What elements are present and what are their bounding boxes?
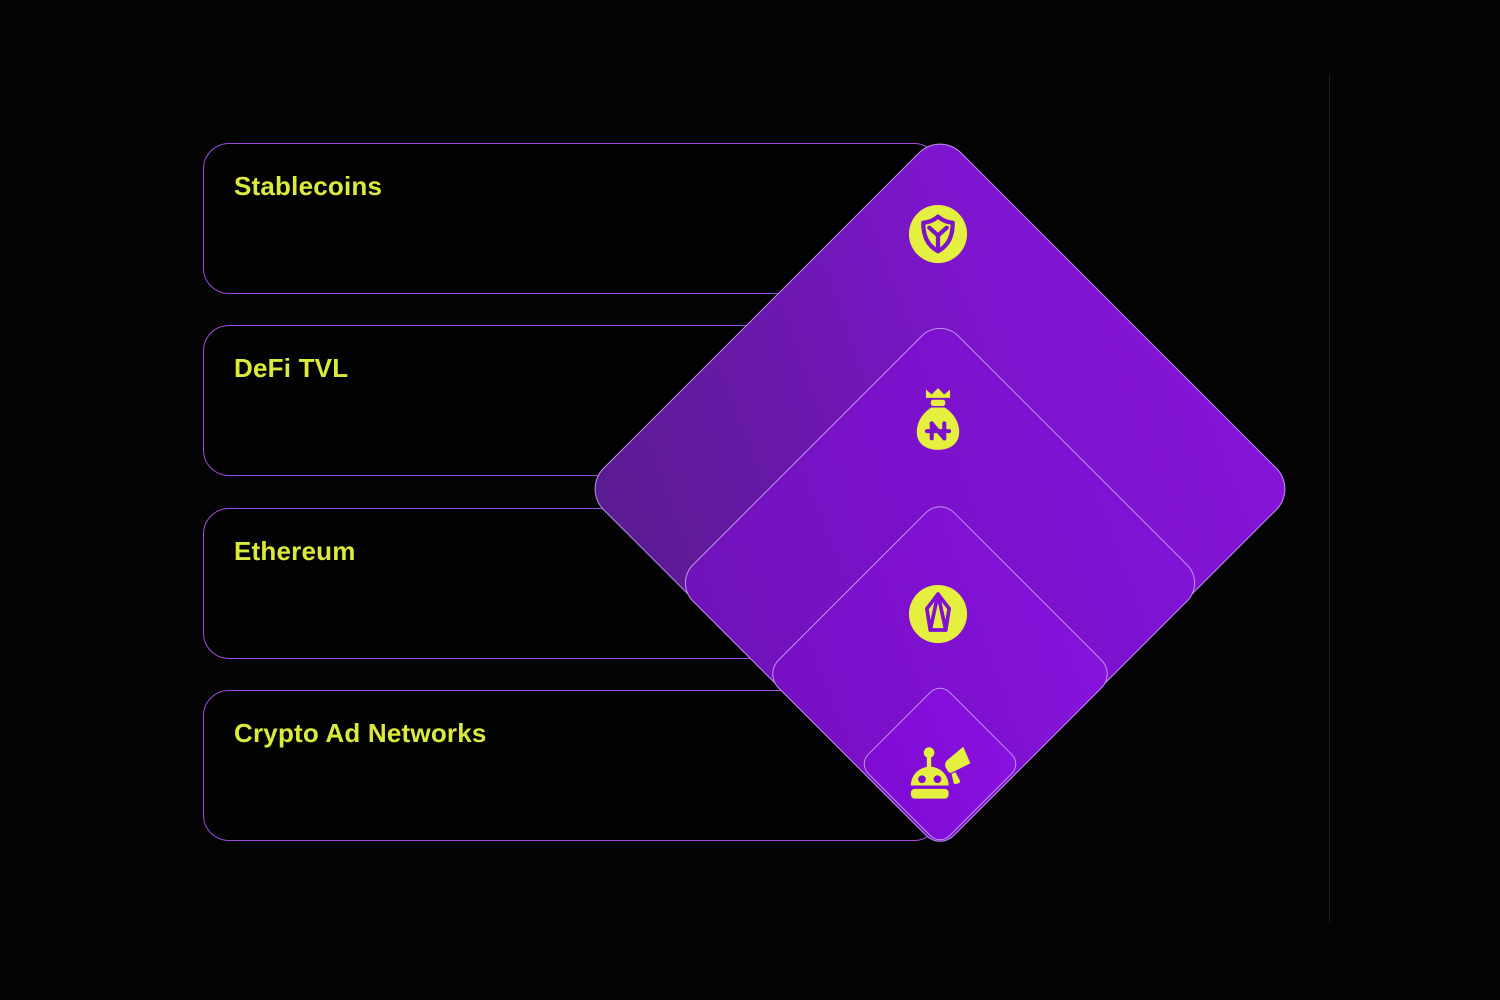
card-stablecoins: Stablecoins bbox=[203, 143, 940, 294]
shield-icon bbox=[908, 204, 968, 264]
eos-crystal-icon bbox=[908, 584, 968, 644]
robot-megaphone-icon bbox=[910, 746, 971, 799]
card-label: DeFi TVL bbox=[234, 353, 349, 383]
card-label: Ethereum bbox=[234, 536, 356, 566]
card-label: Stablecoins bbox=[234, 171, 383, 201]
money-bag-naira-icon bbox=[916, 388, 960, 450]
card-label: Crypto Ad Networks bbox=[234, 718, 487, 748]
vertical-rule bbox=[1329, 75, 1330, 923]
